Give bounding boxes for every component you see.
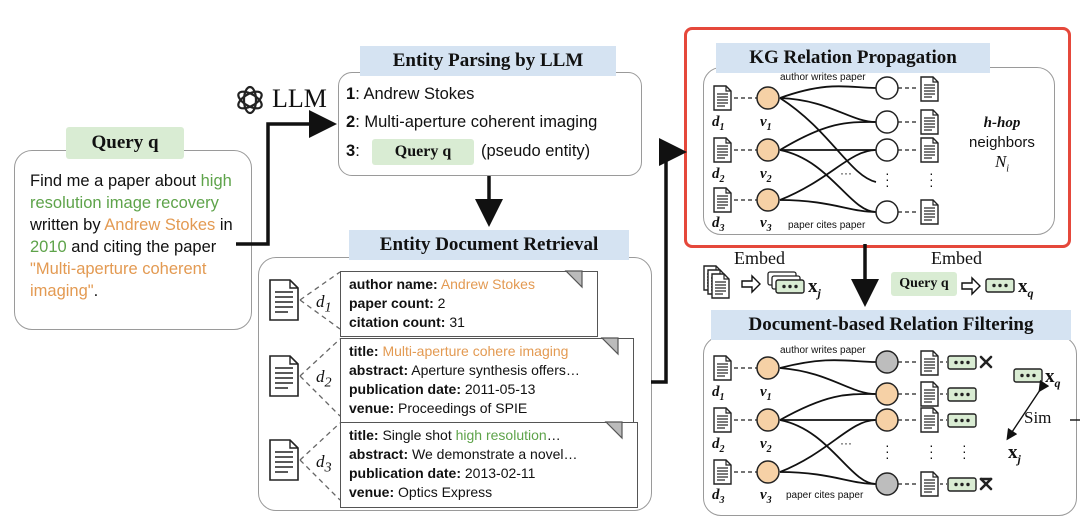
doc-card-fold-3 (604, 421, 623, 440)
doc-card-d1: author name: Andrew Stokes paper count: … (340, 271, 598, 337)
kg-dots-vertical-1: ··· (885, 165, 890, 193)
openai-logo-icon (237, 85, 263, 115)
kg-doc-label-d1: d1 (712, 114, 725, 133)
embed-right-label: Embed (931, 248, 982, 268)
query-to-llm-arrow (236, 110, 337, 246)
kg-title: KG Relation Propagation (716, 43, 990, 73)
kg-highlight-border (684, 27, 1071, 248)
kg-dots-horizontal: ··· (840, 166, 852, 180)
kg-edge-bottom-label: paper cites paper (788, 220, 866, 231)
query-author: Andrew Stokes (104, 216, 216, 234)
llm-label: LLM (272, 84, 327, 113)
doc-card-d2: title: Multi-aperture cohere imaging abs… (340, 338, 634, 424)
kg-node-label-v3: v3 (760, 215, 772, 234)
filter-xq-label: xq (1045, 366, 1061, 390)
filter-dots-vertical-2: ··· (929, 437, 934, 465)
kg-node-label-v2: v2 (760, 166, 772, 185)
filter-xj-label: xj (1008, 442, 1021, 466)
query-text-part: and citing the paper (66, 238, 217, 256)
kg-hop-label: h-hop neighbors Ni (969, 115, 1035, 175)
pseudo-query-pill: Query q (372, 139, 474, 165)
kg-doc-label-d2: d2 (712, 166, 725, 185)
kg-dots-vertical-2: ··· (929, 165, 934, 193)
filter-doc-label-d3: d3 (712, 487, 725, 506)
query-year: 2010 (30, 238, 67, 256)
filter-node-label-v1: v1 (760, 384, 772, 403)
entity-doc-retrieval-title: Entity Document Retrieval (349, 230, 629, 260)
retrieval-doc-icon-2 (269, 355, 299, 397)
query-text-part: . (93, 282, 99, 300)
embed-left-label: Embed (734, 248, 785, 268)
retrieval-doc-label-d1: d1 (316, 292, 332, 316)
query-text-part: Find me a paper about (30, 172, 201, 190)
embed-left-icons (703, 265, 805, 299)
filter-node-label-v3: v3 (760, 487, 772, 506)
query-cited-paper: "Multi-aperture coherent imaging" (30, 260, 207, 300)
doc-card-d3: title: Single shot high resolution… abst… (340, 422, 638, 508)
filter-doc-label-d2: d2 (712, 436, 725, 455)
filter-dots-horizontal: ··· (840, 436, 852, 450)
filter-dots-vertical-3: ··· (962, 437, 967, 465)
pseudo-entity-label: (pseudo entity) (481, 142, 591, 160)
entity-parsing-title: Entity Parsing by LLM (360, 46, 616, 76)
retrieval-doc-icon-3 (269, 439, 299, 481)
doc-card-fold-1 (564, 270, 583, 289)
retrieval-dashed-connectors (299, 271, 341, 501)
entity-item-1: 1: Andrew Stokes (346, 85, 475, 103)
filter-edge-top-label: author writes paper (780, 345, 866, 356)
entity-item-2: 2: Multi-aperture coherent imaging (346, 113, 598, 131)
kg-edge-top-label: author writes paper (780, 72, 866, 83)
query-title: Query q (66, 127, 184, 159)
filter-dots-vertical-1: ··· (885, 437, 890, 465)
kg-graph (713, 76, 939, 225)
kg-doc-label-d3: d3 (712, 215, 725, 234)
query-text-part: in (215, 216, 233, 234)
query-topic: high resolution image recovery (30, 172, 232, 212)
query-text-part: written by (30, 216, 105, 234)
query-panel (14, 150, 252, 330)
embed-query-pill: Query q (891, 272, 957, 296)
entity-item-3: 3: (346, 142, 360, 160)
doc-filtering-title: Document-based Relation Filtering (711, 310, 1071, 340)
doc-card-fold-2 (600, 337, 619, 356)
retrieval-doc-icon-1 (269, 279, 299, 321)
retrieval-doc-label-d2: d2 (316, 367, 332, 391)
filtering-graph (713, 350, 1080, 497)
filter-sim-label: Sim (1024, 408, 1052, 427)
filter-node-label-v2: v2 (760, 436, 772, 455)
filter-edge-bottom-label: paper cites paper (786, 490, 864, 501)
retrieval-to-kg-arrow (651, 138, 687, 384)
kg-node-label-v1: v1 (760, 114, 772, 133)
retrieval-doc-label-d3: d3 (316, 452, 332, 476)
embed-right-vector: xq (1018, 276, 1034, 300)
embed-right-icons (961, 276, 1015, 296)
filter-doc-label-d1: d1 (712, 384, 725, 403)
embed-left-vector: xj (808, 276, 821, 300)
query-text: Find me a paper about high resolution im… (30, 170, 245, 302)
